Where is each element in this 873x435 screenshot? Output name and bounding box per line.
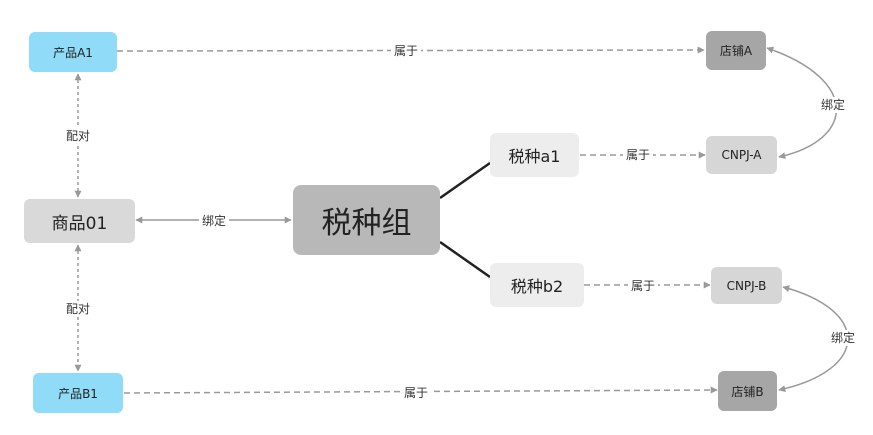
node-product-b1[interactable]: 产品B1 xyxy=(33,373,123,413)
edge-label-tax-a1-cnpj-a: 属于 xyxy=(622,147,654,163)
node-store-b-label: 店铺B xyxy=(731,384,764,399)
node-store-a-label: 店铺A xyxy=(719,44,753,58)
node-cnpj-a-label: CNPJ-A xyxy=(721,148,762,162)
node-tax-a1-label: 税种a1 xyxy=(508,147,561,166)
node-store-a[interactable]: 店铺A xyxy=(706,31,766,70)
edge-b1-store-b xyxy=(123,386,718,394)
edge-label-cnpj-b-store-b: 绑定 xyxy=(827,330,859,346)
edge-tax-group-a1 xyxy=(439,161,491,200)
edge-label-a1-store-a: 属于 xyxy=(390,43,422,59)
edge-label-goods-01-tax-group: 绑定 xyxy=(198,213,230,229)
node-cnpj-b-label: CNPJ-B xyxy=(726,278,767,293)
node-goods-01[interactable]: 商品01 xyxy=(24,199,135,243)
node-tax-b2[interactable]: 税种b2 xyxy=(490,263,584,307)
node-product-a1-label: 产品A1 xyxy=(53,45,93,60)
node-goods-01-label: 商品01 xyxy=(51,213,108,234)
edge-tax-group-b2 xyxy=(439,240,491,279)
node-tax-a1[interactable]: 税种a1 xyxy=(490,133,579,177)
node-store-b[interactable]: 店铺B xyxy=(718,371,777,411)
edge-label-a1-goods-01: 配对 xyxy=(62,128,94,144)
node-cnpj-a[interactable]: CNPJ-A xyxy=(706,136,777,174)
node-product-b1-label: 产品B1 xyxy=(58,386,98,401)
edge-label-b1-store-b: 属于 xyxy=(400,385,432,401)
node-cnpj-b[interactable]: CNPJ-B xyxy=(711,267,782,304)
node-product-a1[interactable]: 产品A1 xyxy=(29,32,117,72)
edge-label-tax-b2-cnpj-b: 属于 xyxy=(627,278,659,294)
edge-label-store-a-cnpj-a: 绑定 xyxy=(817,97,849,113)
edge-label-goods-01-b1: 配对 xyxy=(62,301,94,317)
node-tax-group[interactable]: 税种组 xyxy=(293,185,440,255)
node-tax-group-label: 税种组 xyxy=(321,206,412,241)
node-tax-b2-label: 税种b2 xyxy=(510,277,564,296)
